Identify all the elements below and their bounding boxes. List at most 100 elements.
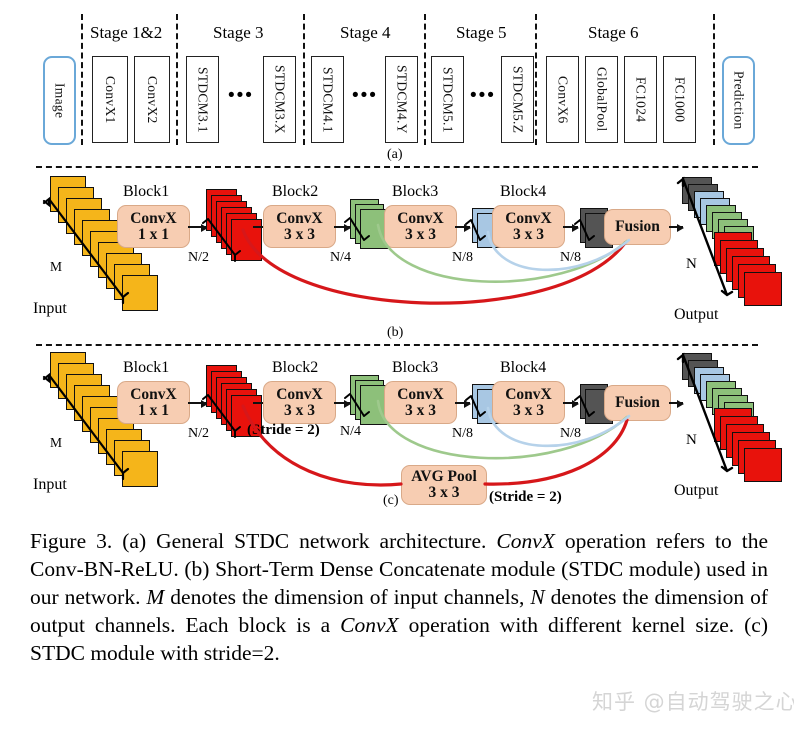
panel-b-arrow-fusion-out bbox=[669, 223, 684, 232]
panel-b-block4-convbox: ConvX 3 x 3 bbox=[492, 205, 565, 248]
stage-divider-5 bbox=[535, 14, 537, 145]
panel-b-arrow-block4-out bbox=[563, 223, 579, 232]
panel-a-block-label: GlobalPool bbox=[594, 67, 610, 132]
panel-c-block4-op: ConvX bbox=[505, 385, 552, 403]
panel-b-block2-op: ConvX bbox=[276, 209, 323, 227]
panel-c-arrow-block4-out bbox=[563, 399, 579, 408]
panel-a-block-fc1000: FC1000 bbox=[663, 56, 696, 143]
panel-b-block1-kernel: 1 x 1 bbox=[138, 225, 169, 243]
panel-a-id: (a) bbox=[387, 147, 403, 162]
panel-a-block-label: STDCM3.1 bbox=[195, 66, 211, 133]
panel-b-block3-op: ConvX bbox=[397, 209, 444, 227]
panel-c-output-label: Output bbox=[674, 482, 719, 499]
panel-a-stage-label-3: Stage 5 bbox=[456, 23, 507, 42]
panel-a-block-stdcm4-y: STDCM4.Y bbox=[385, 56, 418, 143]
panel-b-block2-kernel: 3 x 3 bbox=[284, 225, 315, 243]
panel-b-fusion-label: Fusion bbox=[615, 218, 660, 236]
panel-c-fusion-box: Fusion bbox=[604, 385, 671, 421]
panel-c-block1-op: ConvX bbox=[130, 385, 177, 403]
panel-a-block-label: ConvX6 bbox=[555, 75, 571, 124]
panel-b-block4-kernel: 3 x 3 bbox=[513, 225, 544, 243]
panel-c-arrow-fusion-out bbox=[669, 399, 684, 408]
panel-c-input-dim-label: M bbox=[50, 435, 63, 450]
panel-a-block-label: STDCM3.X bbox=[272, 65, 288, 134]
panel-b-block1-op: ConvX bbox=[130, 209, 177, 227]
panel-a-block-label: STDCM4.1 bbox=[320, 66, 336, 133]
panel-b-block3-kernel: 3 x 3 bbox=[405, 225, 436, 243]
panel-a-block-convx1: ConvX1 bbox=[92, 56, 128, 143]
panel-c-block4-out-label: N/8 bbox=[560, 426, 581, 441]
panel-a-ellipsis-stage4: ••• bbox=[352, 85, 378, 106]
panel-c-skip-arc-red-right bbox=[483, 418, 629, 486]
panel-a-block-label: FC1000 bbox=[672, 76, 688, 123]
caption-text: (a) General STDC network architecture. bbox=[112, 529, 497, 553]
panel-b-fusion-box: Fusion bbox=[604, 209, 671, 245]
panel-b-block4-out-label: N/8 bbox=[560, 250, 581, 265]
panel-b-block2-convbox: ConvX 3 x 3 bbox=[263, 205, 336, 248]
panel-c-block1-out-label: N/2 bbox=[188, 426, 209, 441]
panel-a-block-label: ConvX2 bbox=[144, 75, 160, 124]
panel-b-block4-op: ConvX bbox=[505, 209, 552, 227]
panel-a-block-stdcm3-1: STDCM3.1 bbox=[186, 56, 219, 143]
stage-divider-1 bbox=[81, 14, 83, 145]
caption-text: operation refers to the Conv-BN-ReLU. (b… bbox=[30, 529, 768, 609]
panel-a-block-stdcm5-z: STDCM5.Z bbox=[501, 56, 534, 143]
panel-a-block-convx6: ConvX6 bbox=[546, 56, 579, 143]
panel-b-block4-title: Block4 bbox=[500, 183, 547, 200]
panel-c-avgpool-stride-note: (Stride = 2) bbox=[489, 489, 562, 505]
panel-c-block2-stride-note: (Stride = 2) bbox=[247, 422, 320, 438]
panel-b-output-label: Output bbox=[674, 306, 719, 323]
figure-caption: Figure 3. (a) General STDC network archi… bbox=[30, 528, 768, 668]
panel-a-block-label: STDCM5.Z bbox=[510, 65, 526, 134]
panel-a-stage-label-2: Stage 4 bbox=[340, 23, 391, 42]
panel-c-output-dim-label: N bbox=[686, 432, 697, 448]
panel-b-block1-title: Block1 bbox=[123, 183, 170, 200]
panel-c-avgpool-op: AVG Pool bbox=[411, 468, 477, 486]
panel-a-output-box-prediction: Prediction bbox=[722, 56, 755, 145]
stage-divider-4 bbox=[424, 14, 426, 145]
panel-c-block2-convbox: ConvX 3 x 3 bbox=[263, 381, 336, 424]
panel-b-arrow-block2-out bbox=[334, 223, 351, 232]
panel-a-block-fc1024: FC1024 bbox=[624, 56, 657, 143]
panel-a-block-label: STDCM5.1 bbox=[440, 66, 456, 133]
caption-emphasis: M bbox=[146, 584, 165, 609]
caption-emphasis: N bbox=[530, 584, 545, 609]
panel-c-arrow-block3-out bbox=[455, 399, 471, 408]
panel-a-block-stdcm5-1: STDCM5.1 bbox=[431, 56, 464, 143]
panel-a-input-box-label: Image bbox=[52, 82, 68, 119]
stage-divider-2 bbox=[176, 14, 178, 145]
panel-a-input-box-image: Image bbox=[43, 56, 76, 145]
panel-c-avgpool-kernel: 3 x 3 bbox=[428, 484, 460, 501]
panel-c-avgpool-box: AVG Pool 3 x 3 bbox=[401, 465, 487, 505]
panel-b-arrow-block1-out bbox=[188, 223, 208, 232]
panel-c-block2-title: Block2 bbox=[272, 359, 319, 376]
panel-a-ellipsis-stage3: ••• bbox=[228, 85, 254, 106]
panel-c-block3-title: Block3 bbox=[392, 359, 439, 376]
panel-a-block-label: FC1024 bbox=[633, 76, 649, 123]
caption-emphasis: ConvX bbox=[496, 529, 555, 553]
panel-c-block2-kernel: 3 x 3 bbox=[284, 401, 315, 419]
panel-c-block4-title: Block4 bbox=[500, 359, 547, 376]
panel-c-block1-title: Block1 bbox=[123, 359, 170, 376]
panel-c-block2-op: ConvX bbox=[276, 385, 323, 403]
panel-c-fusion-label: Fusion bbox=[615, 394, 660, 412]
panel-b-input-label: Input bbox=[33, 300, 67, 317]
panel-c-block3-op: ConvX bbox=[397, 385, 444, 403]
caption-text: Figure 3. bbox=[30, 529, 113, 553]
panel-b-id: (b) bbox=[387, 325, 404, 340]
panel-a-block-stdcm4-1: STDCM4.1 bbox=[311, 56, 344, 143]
stage-divider-3 bbox=[303, 14, 305, 145]
panel-b-input-dim-label: M bbox=[50, 259, 63, 274]
panel-b-block3-convbox: ConvX 3 x 3 bbox=[384, 205, 457, 248]
panel-c-block4-convbox: ConvX 3 x 3 bbox=[492, 381, 565, 424]
panel-c-block3-out-label: N/8 bbox=[452, 426, 473, 441]
panel-b-output-dim-label: N bbox=[686, 256, 697, 272]
panel-c-block4-kernel: 3 x 3 bbox=[513, 401, 544, 419]
panel-a-block-globalpool: GlobalPool bbox=[585, 56, 618, 143]
panel-c-line-n2-block2 bbox=[253, 402, 270, 404]
panel-c-arrow-block1-out bbox=[188, 399, 208, 408]
panel-b-block1-out-label: N/2 bbox=[188, 250, 209, 265]
panel-b-block3-title: Block3 bbox=[392, 183, 439, 200]
panel-b-block2-out-label: N/4 bbox=[330, 250, 351, 265]
